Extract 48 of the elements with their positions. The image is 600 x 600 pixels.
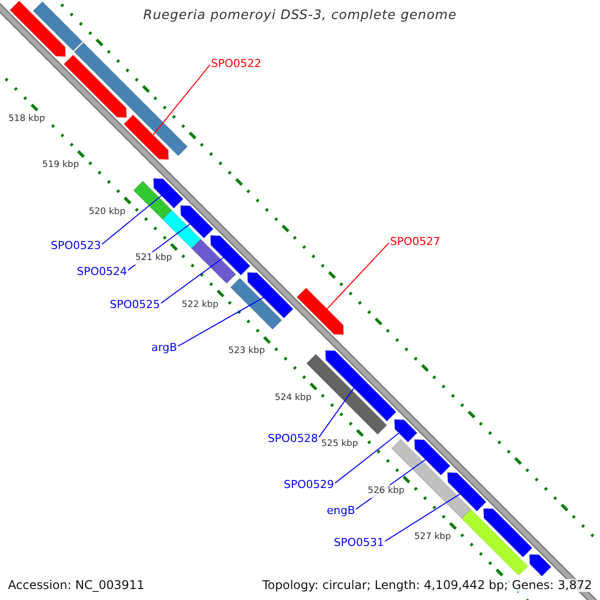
leader-line (318, 388, 354, 438)
gene-label: SPO0527 (390, 235, 440, 248)
gene-block (180, 205, 214, 239)
title: Ruegeria pomeroyi DSS-3, complete genome (143, 9, 457, 22)
gene-label: SPO0524 (76, 265, 127, 278)
leader-line (178, 297, 264, 347)
leader-line (384, 494, 460, 542)
gene-label: SPO0531 (334, 536, 384, 549)
gene-block (133, 180, 172, 220)
gene-block (64, 54, 127, 118)
gene-block (191, 238, 236, 284)
gene-label: SPO0522 (211, 57, 262, 70)
gene-label: engB (326, 504, 355, 517)
gene-block (394, 419, 418, 443)
leader-line (160, 257, 224, 304)
gene-block (210, 235, 251, 276)
footer-text: Topology: circular; Length: 4,109,442 bp; Genes: 3,872 (262, 579, 592, 592)
gene-block (447, 472, 487, 512)
scale-label: 518 kbp (8, 112, 45, 126)
gene-block (483, 508, 533, 558)
scale-label: 524 kbp (274, 392, 312, 405)
gene-block (74, 42, 188, 156)
gene-block (325, 350, 397, 422)
gene-block (296, 288, 344, 335)
scale-label: 520 kbp (88, 206, 126, 219)
gene-label: SPO0523 (50, 239, 101, 252)
leader-line (102, 195, 162, 245)
gene-block (153, 178, 184, 209)
scale-label: 522 kbp (182, 298, 218, 312)
gene-label: SPO0529 (284, 478, 334, 491)
scale-label: 521 kbp (135, 252, 172, 266)
gene-block (32, 1, 83, 52)
footer-text: Accession: NC_003911 (8, 579, 144, 592)
leader-line (334, 432, 400, 484)
gene-label: SPO0525 (110, 298, 160, 311)
gene-block (461, 508, 528, 576)
gene-block (414, 439, 451, 476)
scale-label: 526 kbp (368, 484, 404, 498)
leader-line (326, 242, 390, 310)
gene-block (247, 272, 294, 318)
leader-line (152, 64, 210, 136)
gene-block (529, 554, 552, 577)
gene-label: argB (151, 341, 177, 354)
gene-block (9, 0, 66, 57)
gene-block (123, 114, 169, 160)
gene-block (230, 278, 282, 330)
gene-label: SPO0528 (268, 432, 318, 445)
gene-block (162, 210, 202, 249)
